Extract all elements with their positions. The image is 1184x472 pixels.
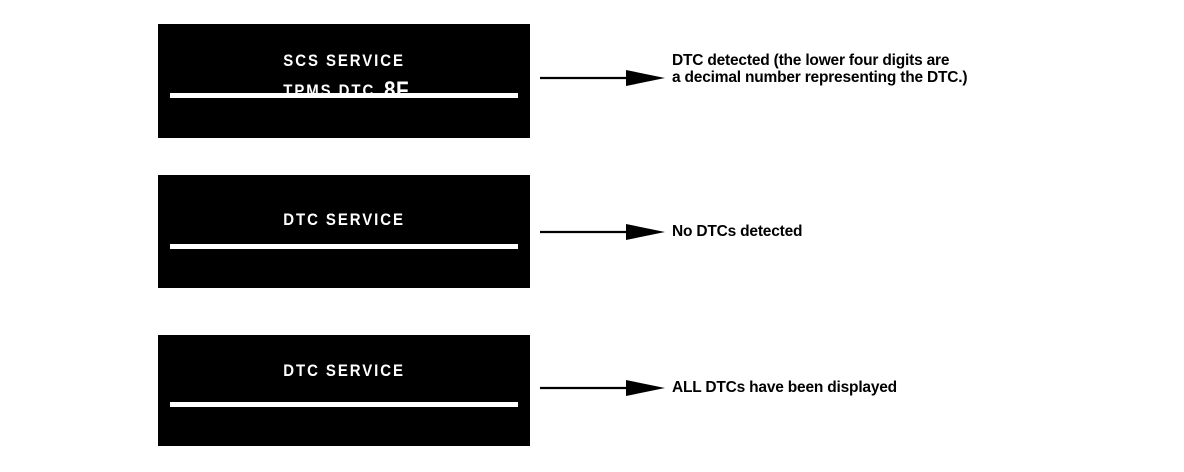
- lcd-upper-region: SCS SERVICE: [158, 52, 530, 70]
- lcd-title-line: DTC SERVICE: [158, 362, 530, 380]
- lcd-divider-line: [170, 402, 518, 407]
- annotation-text-1: DTC detected (the lower four digits are …: [672, 52, 968, 87]
- lcd-title-line: DTC SERVICE: [158, 211, 530, 229]
- arrow-right-icon-3: [540, 377, 666, 399]
- lcd-title-text: SCS SERVICE: [283, 51, 405, 70]
- annotation-text-3: ALL DTCs have been displayed: [672, 379, 897, 396]
- lcd-upper-region: DTC SERVICE: [158, 362, 530, 380]
- lcd-title-line: SCS SERVICE: [158, 52, 530, 70]
- lcd-bottom-region: DTC End: [158, 415, 530, 446]
- arrow-right-icon-1: [540, 67, 666, 89]
- lcd-divider-line: [170, 244, 518, 249]
- lcd-panel-dtc-service-no: DTC SERVICE DTC NO: [158, 175, 530, 288]
- lcd-upper-region: DTC SERVICE: [158, 211, 530, 229]
- lcd-bottom-region: DTC NO: [158, 257, 530, 288]
- lcd-title-text: DTC SERVICE: [283, 210, 405, 229]
- lcd-bottom-region: DTCB1182 PA50: [158, 106, 530, 138]
- lcd-divider-line: [170, 93, 518, 98]
- lcd-title-text: DTC SERVICE: [283, 361, 405, 380]
- lcd-panel-dtc-service-end: DTC SERVICE DTC End: [158, 335, 530, 446]
- lcd-subtitle-value: 8F: [383, 77, 409, 104]
- annotation-text-2: No DTCs detected: [672, 223, 803, 240]
- arrow-right-icon-2: [540, 221, 666, 243]
